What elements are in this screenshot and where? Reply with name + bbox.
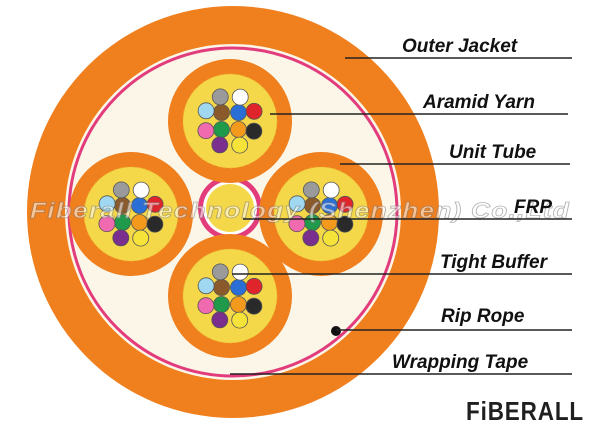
- label-aramid-yarn: Aramid Yarn: [422, 92, 535, 113]
- rip-rope: [331, 326, 341, 336]
- aramid-yarn-layer: [84, 167, 178, 261]
- tight-buffer-fiber-red: [336, 195, 354, 213]
- tight-buffer-fiber-white: [231, 263, 249, 281]
- tight-buffer-fiber-yellow: [231, 136, 249, 154]
- aramid-yarn-layer: [183, 249, 277, 343]
- aramid-yarn-texture: [182, 73, 278, 169]
- tight-buffer-fiber-black: [146, 215, 164, 233]
- tight-buffer-fiber-aqua: [98, 195, 116, 213]
- tight-buffer-fiber-brown: [213, 279, 230, 296]
- tight-buffer-fiber-white: [322, 181, 340, 199]
- tight-buffer-fiber-rose: [98, 215, 116, 233]
- logo-text: FiBERALL: [466, 396, 584, 426]
- aramid-yarn-texture: [182, 248, 278, 344]
- tight-buffer-fiber-yellow: [322, 229, 340, 247]
- tight-buffer-fiber-red: [245, 102, 263, 120]
- wrapping-tape: [67, 46, 399, 378]
- unit-tube-left: [69, 152, 193, 276]
- tight-buffer-fiber-black: [245, 297, 263, 315]
- label-unit-tube: Unit Tube: [449, 142, 537, 163]
- tight-buffer-fiber-slate: [112, 181, 130, 199]
- tight-buffer-fiber-white: [132, 181, 150, 199]
- tight-buffer-fiber-red: [245, 277, 263, 295]
- aramid-yarn-texture: [273, 166, 369, 262]
- tight-buffer-fiber-slate: [211, 263, 229, 281]
- tight-buffer-fiber-orange: [230, 296, 247, 313]
- tight-buffer-fiber-black: [245, 122, 263, 140]
- label-rip-rope: Rip Rope: [441, 306, 525, 327]
- tight-buffer-fiber-aqua: [288, 195, 306, 213]
- aramid-yarn-texture: [83, 166, 179, 262]
- unit-tube-right: [259, 152, 383, 276]
- unit-tube-top: [168, 59, 292, 183]
- aramid-yarn-layer: [183, 74, 277, 168]
- tight-buffer-fiber-slate: [302, 181, 320, 199]
- tight-buffer-fiber-violet: [302, 229, 320, 247]
- tight-buffer-fiber-brown: [213, 104, 230, 121]
- tight-buffer-fiber-black: [336, 215, 354, 233]
- tight-buffer-fiber-rose: [197, 297, 215, 315]
- unit-tube-bottom: [168, 234, 292, 358]
- tight-buffer-fiber-red: [146, 195, 164, 213]
- tight-buffer-fiber-blue: [230, 104, 247, 121]
- tight-buffer-fiber-violet: [211, 136, 229, 154]
- tight-buffer-fiber-orange: [230, 121, 247, 138]
- tight-buffer-fiber-yellow: [231, 311, 249, 329]
- tight-buffer-fiber-slate: [211, 88, 229, 106]
- tight-buffer-fiber-green: [213, 121, 230, 138]
- tight-buffer-fiber-white: [231, 88, 249, 106]
- unit-tubes: [69, 59, 383, 358]
- tight-buffer-fiber-yellow: [132, 229, 150, 247]
- frp-core: [206, 184, 254, 232]
- label-frp: FRP: [514, 197, 552, 218]
- fiberall-logo: FiBERALL: [466, 396, 584, 426]
- label-outer-jacket: Outer Jacket: [402, 36, 518, 57]
- aramid-yarn-layer: [274, 167, 368, 261]
- tight-buffer-fiber-violet: [112, 229, 130, 247]
- tight-buffer-fiber-blue: [230, 279, 247, 296]
- tight-buffer-fiber-violet: [211, 311, 229, 329]
- label-tight-buffer: Tight Buffer: [440, 252, 549, 273]
- leader-lines: [230, 57, 572, 375]
- label-wrapping-tape: Wrapping Tape: [392, 352, 529, 373]
- frp-central-member: [198, 176, 262, 240]
- tight-buffer-fiber-aqua: [197, 277, 215, 295]
- tight-buffer-fiber-rose: [197, 122, 215, 140]
- tight-buffer-fiber-green: [213, 296, 230, 313]
- tight-buffer-fiber-aqua: [197, 102, 215, 120]
